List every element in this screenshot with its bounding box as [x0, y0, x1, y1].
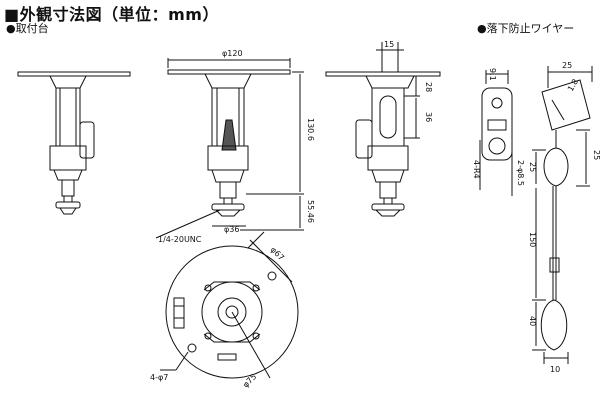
section-label-wire: ●落下防止ワイヤー — [477, 22, 575, 35]
wire-dim-91: 9.1 — [488, 68, 497, 81]
dim-holes: 4-φ7 — [150, 373, 168, 382]
dim-36-vertical: 36 — [424, 112, 433, 122]
wire-dim-150: 150 — [528, 232, 537, 247]
mount-side-view-2 — [155, 58, 304, 239]
wire-dim-10: 10 — [550, 365, 560, 374]
section-label-mount: ●取付台 — [6, 22, 49, 35]
dim-screw: 1/4-20UNC — [158, 235, 202, 244]
dim-75: φ75 — [241, 372, 258, 389]
dim-67: φ67 — [269, 245, 286, 262]
dim-36: φ36 — [224, 225, 239, 234]
dim-130: 130.6 — [306, 118, 315, 141]
wire-dim-25-left: 25 — [528, 162, 537, 172]
wire-dim-2hole: 2-φ8.5 — [516, 160, 525, 186]
wire-dim-25-right: 25 — [592, 150, 600, 160]
dim-28: 28 — [424, 82, 433, 92]
dim-15: 15 — [384, 40, 394, 49]
wire-dim-18: 1.8 — [566, 77, 580, 93]
wire-dim-top: 25 — [562, 61, 572, 70]
mount-side-view-1 — [17, 71, 131, 215]
mount-side-view-3 — [325, 42, 441, 217]
dim-55: 55.46 — [306, 200, 315, 223]
wire-dim-hole: 4-R4 — [472, 160, 481, 179]
dim-top-diameter: φ120 — [222, 49, 243, 58]
wire-dim-40: 40 — [528, 316, 537, 326]
page-title: ■外観寸法図（単位：mm） — [4, 5, 219, 24]
wire-bracket — [479, 70, 513, 196]
mount-plan-view — [160, 231, 299, 379]
wire-assembly — [532, 66, 593, 364]
